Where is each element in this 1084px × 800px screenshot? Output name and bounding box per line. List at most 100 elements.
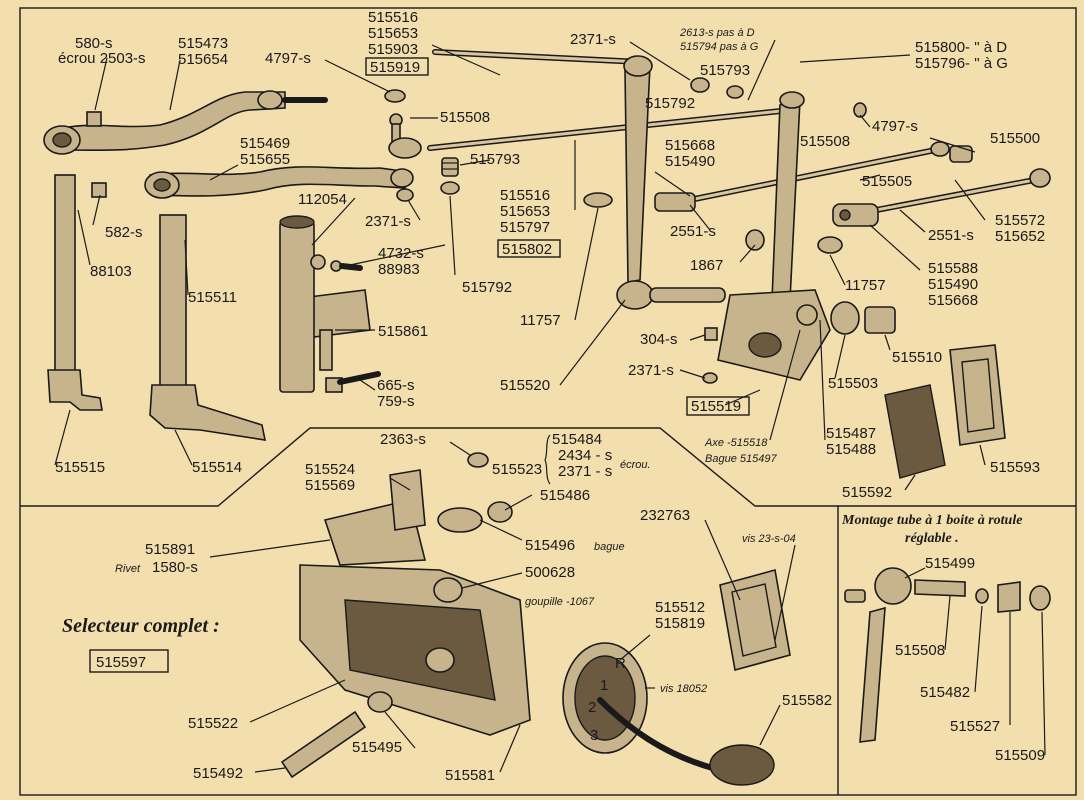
nut-2371 (702, 372, 718, 384)
washer-1867 (745, 229, 765, 251)
control-rod-515516-lower (427, 107, 793, 151)
label-515903: 515903 (368, 41, 418, 58)
nut-582 (91, 182, 107, 198)
bolt-304 (704, 327, 718, 341)
gear-lever-shaft (597, 697, 723, 773)
label-goupille: goupille -1067 (525, 596, 595, 608)
label-2371s-b: 2371-s (365, 213, 411, 230)
label-515508-montage: 515508 (895, 642, 945, 659)
selector-housing-515522 (299, 564, 531, 736)
label-515514: 515514 (192, 459, 242, 476)
bent-lever-515473 (43, 90, 328, 155)
montage-title-line1: Montage tube à 1 boite à rotule (841, 513, 1022, 528)
bolt-665 (325, 371, 381, 393)
plate-515592 (884, 384, 946, 479)
tube-515492 (280, 710, 367, 779)
bush-515510 (864, 306, 896, 334)
bolt-580 (86, 111, 102, 127)
label-axe-515518: Axe -515518 (704, 437, 768, 449)
label-11757-b: 11757 (845, 277, 886, 294)
label-515654: 515654 (178, 51, 228, 68)
label-1867: 1867 (690, 257, 723, 274)
shaft-515514 (149, 214, 267, 441)
gear-mark-r: R (615, 655, 626, 672)
label-515652: 515652 (995, 228, 1045, 245)
label-515511: 515511 (188, 289, 237, 306)
label-580s: 580-s (75, 35, 113, 52)
label-2371s-d: 2371 - s (558, 463, 612, 480)
label-515819: 515819 (655, 615, 705, 632)
spring-515793-top (726, 85, 744, 99)
bush-515495 (367, 691, 393, 713)
boxed-ref-515919 (365, 57, 429, 76)
label-ecrou: écrou. (620, 459, 651, 471)
label-515490: 515490 (665, 153, 715, 170)
boxed-ref-515802 (497, 239, 561, 258)
montage-assembly (844, 567, 1051, 743)
pin-11757 (817, 236, 843, 254)
label-515919: 515919 (370, 59, 420, 76)
label-665s: 665-s (377, 377, 415, 394)
label-515797: 515797 (500, 219, 550, 236)
lower-section-divider (20, 427, 1076, 507)
label-2363s: 2363-s (380, 431, 426, 448)
label-2551s-b: 2551-s (928, 227, 974, 244)
brace-ecrou (544, 434, 551, 485)
selector-levers-515524 (389, 452, 513, 533)
label-515486: 515486 (540, 487, 590, 504)
label-515572: 515572 (995, 212, 1045, 229)
spring-515793 (441, 157, 459, 177)
label-2371s-c: 2371-s (628, 362, 674, 379)
label-4732s: 4732-s (378, 245, 424, 262)
label-bague-515497: Bague 515497 (705, 453, 777, 465)
label-515500: 515500 (990, 130, 1040, 147)
tube-bracket-515861 (279, 215, 371, 393)
label-11757: 11757 (520, 312, 561, 329)
label-515516-b: 515516 (500, 187, 550, 204)
label-515520: 515520 (500, 377, 550, 394)
label-515861: 515861 (378, 323, 428, 340)
label-515495: 515495 (352, 739, 402, 756)
label-vis-23: vis 23-s-04 (742, 533, 796, 545)
selecteur-title: Selecteur complet : (62, 615, 220, 637)
outer-frame (19, 7, 1077, 796)
lever-515519 (717, 91, 831, 381)
washer-515792-top (690, 77, 710, 93)
label-2371s: 2371-s (570, 31, 616, 48)
label-515653-b: 515653 (500, 203, 550, 220)
label-515793-top: 515793 (700, 62, 750, 79)
label-515515: 515515 (55, 459, 105, 476)
label-515499: 515499 (925, 555, 975, 572)
label-515592: 515592 (842, 484, 892, 501)
label-515524: 515524 (305, 461, 355, 478)
label-515796: 515796- " à G (915, 55, 1008, 72)
label-515508-right: 515508 (800, 133, 850, 150)
label-vis-18052: vis 18052 (660, 683, 707, 695)
label-515492: 515492 (193, 765, 243, 782)
pin-515797 (583, 192, 613, 208)
leader-lines (54, 39, 1046, 773)
label-515512: 515512 (655, 599, 705, 616)
label-515490-b: 515490 (928, 276, 978, 293)
bush-500628 (433, 577, 463, 603)
tie-rod-515505 (654, 141, 950, 212)
cap-4797 (384, 89, 406, 103)
bush-515500 (949, 145, 973, 163)
label-515792-top: 515792 (645, 95, 695, 112)
label-515522: 515522 (188, 715, 238, 732)
label-2551s: 2551-s (670, 223, 716, 240)
cap-4797-right (853, 102, 867, 118)
label-88983: 88983 (378, 261, 420, 278)
washer-515503 (830, 301, 860, 335)
label-515519: 515519 (691, 398, 741, 415)
ball-joint-515508 (388, 113, 422, 159)
label-515582: 515582 (782, 692, 832, 709)
washer-515792 (440, 181, 460, 195)
label-515800: 515800- " à D (915, 39, 1007, 56)
shaft-515515 (47, 174, 103, 411)
label-515581: 515581 (445, 767, 495, 784)
label-4797s-right: 4797-s (872, 118, 918, 135)
gear-mark-2: 2 (588, 699, 596, 716)
